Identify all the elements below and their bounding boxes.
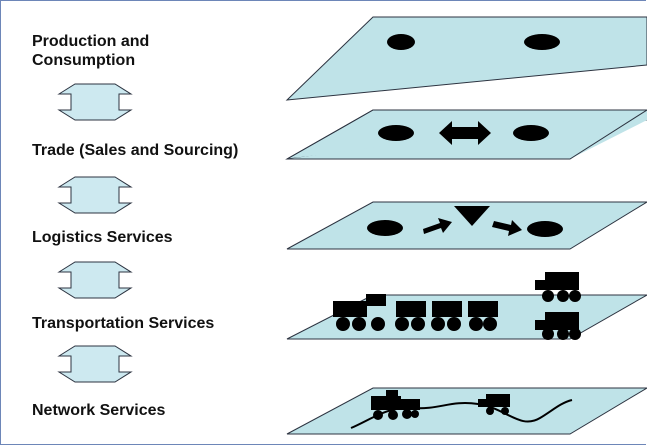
truck-icon-network	[478, 394, 510, 415]
flow-arrow-left	[423, 218, 452, 234]
layer-label-transportation: Transportation Services	[32, 315, 215, 332]
layer-label-network: Network Services	[32, 402, 166, 419]
plane-network	[286, 387, 647, 435]
train-icon	[333, 294, 498, 331]
layer-label-production-line1: Production and	[32, 33, 150, 50]
layer-label-production-line2: Consumption	[32, 52, 136, 69]
layer-label-logistics: Logistics Services	[32, 229, 173, 246]
buyer-node	[513, 125, 549, 141]
connector-arrow-1	[58, 83, 132, 121]
connector-arrow-2	[58, 176, 132, 214]
plane-production	[285, 16, 647, 101]
locomotive-icon	[371, 390, 420, 420]
origin-node	[367, 220, 403, 236]
consumer-node	[524, 34, 560, 50]
truck-icon-top	[535, 272, 581, 302]
trade-double-arrow	[439, 121, 491, 145]
plane-trade	[285, 109, 647, 160]
layer-label-production: Production and Consumption	[32, 32, 149, 70]
truck-icon-bottom	[535, 312, 581, 340]
connector-arrow-3	[58, 261, 132, 299]
layer-label-trade: Trade (Sales and Sourcing)	[32, 142, 239, 159]
plane-logistics	[286, 201, 647, 250]
flow-arrow-right	[492, 220, 522, 236]
seller-node	[378, 125, 414, 141]
network-route-line	[350, 399, 573, 429]
destination-node	[527, 221, 563, 237]
warehouse-triangle	[454, 206, 490, 226]
producer-node	[387, 34, 415, 50]
plane-transportation	[286, 272, 647, 340]
connector-arrow-4	[58, 345, 132, 383]
